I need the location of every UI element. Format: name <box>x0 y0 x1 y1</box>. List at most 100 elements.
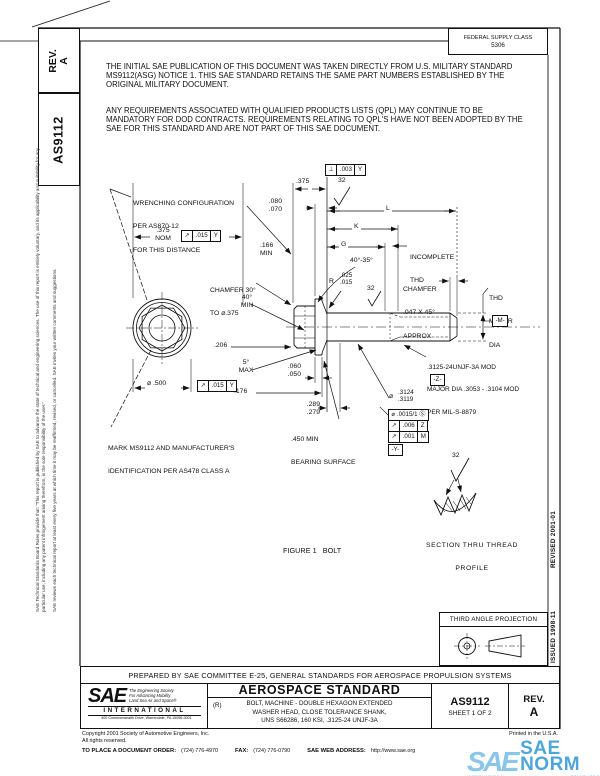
chamfer-30-line2: TO ⌀.375 <box>210 310 239 318</box>
rev-value: A <box>529 704 539 719</box>
thread-note-line3: PER MIL-S-8879 <box>427 408 477 416</box>
fcf-straightness-text: ⌀ .0015/1 Ⓢ <box>391 411 426 418</box>
doc-number-box: AS9112 <box>38 93 80 186</box>
datum-y: -Y- <box>388 444 403 456</box>
doc-number-cell: AS9112 SHEET 1 OF 2 <box>432 684 509 728</box>
prepared-by: PREPARED BY SAE COMMITTEE E-25, GENERAL … <box>81 667 559 684</box>
web-url: http://www.sae.org <box>370 748 416 754</box>
angle-40-min: 40° MIN <box>240 294 254 309</box>
intro-paragraph-1: THE INITIAL SAE PUBLICATION OF THIS DOCU… <box>106 62 513 90</box>
bearing-note-line1: .450 MIN <box>291 435 319 443</box>
watermark-sae-logo: SAE <box>467 746 520 776</box>
fcf-runout-m-symbol: ↗ <box>389 432 401 442</box>
dim-166-min: .166 MIN <box>260 242 274 257</box>
dim-flange-thickness: .080 .070 <box>268 198 282 213</box>
fcf-perp-tol: .003 <box>337 165 356 175</box>
rev-label: REV. <box>523 693 545 705</box>
fcf-flange-runout: ↗ .015 Y <box>197 380 238 392</box>
description-line3: UNS S66286, 160 KSI, .3125-24 UNJF-3A <box>261 717 378 725</box>
web-label: SAE WEB ADDRESS: <box>307 748 366 754</box>
sae-logo-cell: SAE The Engineering Society For Advancin… <box>81 684 208 728</box>
fcf-runout-z-datum: Z <box>420 422 425 429</box>
fcf-head-symbol: ↗ <box>182 231 194 241</box>
description-line1: BOLT, MACHINE - DOUBLE HEXAGON EXTENDED <box>246 700 393 707</box>
sae-tagline-2: For Advancing Mobility <box>129 692 171 698</box>
wrenching-note-line2: PER AS870-12 <box>133 223 179 231</box>
fsc-title: FEDERAL SUPPLY CLASS <box>463 34 533 41</box>
watermark-norm-text: SAE NORM <box>520 738 581 775</box>
incomplete-thd-line1: INCOMPLETE <box>410 253 455 261</box>
finish-32-bearing: 32 <box>338 177 346 184</box>
section-label-line1: SECTION THRU THREAD <box>426 541 518 549</box>
finish-32-section: 32 <box>452 452 460 459</box>
sae-tagline-3: Land Sea Air and Space® <box>129 697 177 703</box>
fcf-runout-m: ↗ .001 M <box>388 431 430 443</box>
fsc-code: 5306 <box>491 41 505 49</box>
thd-major-line1: THD <box>489 294 503 302</box>
radius-letter: R <box>329 278 334 285</box>
fax-label: FAX: <box>235 748 249 754</box>
fcf-runout-z-tol: .006 <box>400 421 419 431</box>
fcf-flange-tol: .015 <box>209 381 228 391</box>
mark-note-line2: IDENTIFICATION PER AS478 CLASS A <box>108 468 230 476</box>
rev-box: REV. A <box>38 28 80 93</box>
chamfer-047-line3: APPROX <box>403 332 432 340</box>
angle-5-max: 5° MAX <box>238 359 254 374</box>
dim-206: .206 <box>214 342 228 349</box>
fcf-perp-datum: Y <box>357 166 363 173</box>
dim-head-length: .375 <box>296 178 310 185</box>
printed-in-usa: Printed in the U.S.A. <box>509 731 558 737</box>
fcf-flange-datum: Y <box>229 382 234 389</box>
dim-k-length: K <box>352 223 361 231</box>
fcf-head-datum: Y <box>213 232 218 239</box>
thread-note-line2: MAJOR DIA .3053 - .3104 MOD <box>427 386 520 394</box>
order-info-row: TO PLACE A DOCUMENT ORDER: (724) 776-497… <box>82 748 415 755</box>
chamfer-047-line1: CHAMFER <box>403 285 437 293</box>
third-angle-title: THIRD ANGLE PROJECTION <box>440 613 547 627</box>
mark-note-line1: MARK MS9112 AND MANUFACTURER'S <box>108 444 235 452</box>
dim-289-279: .289 .279 <box>306 401 320 416</box>
dim-grip-length: G <box>339 241 349 249</box>
standard-title-cell: AEROSPACE STANDARD (R) BOLT, MACHINE - D… <box>208 684 432 728</box>
fcf-runout-m-datum: M <box>420 433 426 440</box>
wrenching-note-line3: FOR THIS DISTANCE <box>133 246 201 254</box>
thread-note-line1: .3125-24UNJF-3A MOD <box>427 363 496 371</box>
bearing-note-line2: BEARING SURFACE <box>291 459 356 467</box>
chamfer-30-line1: CHAMFER 30° <box>210 286 256 294</box>
sae-tagline-1: The Engineering Society <box>129 688 174 693</box>
section-label-line2: PROFILE <box>455 565 489 573</box>
radius-values: .025 .015 <box>340 272 353 287</box>
fcf-perp-symbol: ⊥ <box>326 165 338 175</box>
fcf-perpendicularity: ⊥ .003 Y <box>325 164 366 176</box>
figure-caption: FIGURE 1 BOLT <box>283 546 342 555</box>
title-block: PREPARED BY SAE COMMITTEE E-25, GENERAL … <box>80 666 560 729</box>
dim-wrenching-nominal: .375 NOM <box>155 227 171 242</box>
order-phone: (724) 776-4970 <box>181 748 219 754</box>
shank-dia-values: .3124 .3119 <box>398 389 414 404</box>
shank-dia-symbol: ⌀ <box>389 393 394 400</box>
sae-international: INTERNATIONAL <box>88 706 201 716</box>
datum-m: -M- <box>492 315 509 327</box>
fcf-flange-symbol: ↗ <box>198 381 210 391</box>
sae-logo: SAE <box>88 685 127 707</box>
sae-address: 400 Commonwealth Drive, Warrendale, PA 1… <box>101 716 192 720</box>
copyright-line2: All rights reserved. <box>82 738 127 744</box>
sae-norm-watermark: SAE SAE NORM INTERNATIONAL STANDARDS <box>467 738 600 776</box>
datum-z: -Z- <box>430 374 445 386</box>
side-disclaimer-1: SAE Technical Standards Board Rules prov… <box>35 147 46 612</box>
description-line2: WASHER HEAD, CLOSE TOLERANCE SHANK, <box>252 708 387 716</box>
side-disclaimer-2: SAE reviews each technical report at lea… <box>52 268 57 612</box>
order-label: TO PLACE A DOCUMENT ORDER: <box>82 748 177 754</box>
intro-paragraph-2: ANY REQUIREMENTS ASSOCIATED WITH QUALIFI… <box>106 106 523 134</box>
copyright-line1: Copyright 2001 Society of Automotive Eng… <box>82 731 210 737</box>
revised-date: REVISED 2001-01 <box>550 510 557 568</box>
fcf-runout-m-tol: .001 <box>400 432 419 442</box>
rev-cell: REV. A <box>509 684 559 728</box>
fcf-runout-z-symbol: ↗ <box>389 421 401 431</box>
dim-060-050: .060 .050 <box>287 363 301 378</box>
revision-mark: (R) <box>213 702 222 709</box>
dim-overall-length: L <box>384 205 392 213</box>
angle-40-35: 40°-35° <box>350 257 373 264</box>
